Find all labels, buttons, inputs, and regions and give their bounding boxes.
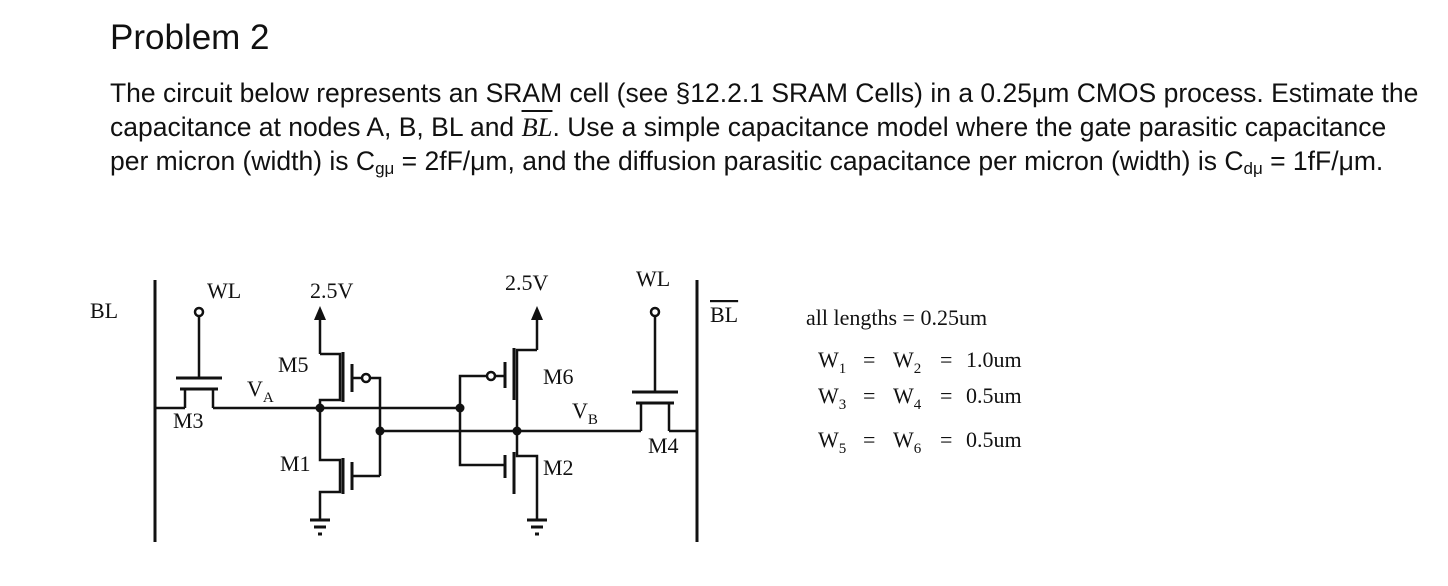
cd-subscript: dμ <box>1243 159 1263 178</box>
wl-left-label: WL <box>207 278 241 303</box>
wl-right-label: WL <box>636 266 670 291</box>
vdd-right-label: 2.5V <box>505 270 549 295</box>
specs-block: all lengths = 0.25um W1 = W2 = 1.0um W3 … <box>806 305 1022 458</box>
statement-part-1: The circuit below represents an SRAM cel… <box>110 78 1419 142</box>
vb-label: VB <box>572 398 598 428</box>
va-label: VA <box>247 376 274 406</box>
bl-label: BL <box>90 298 118 323</box>
bl-bar-label: BL <box>710 302 738 327</box>
m3-label: M3 <box>173 408 204 433</box>
w12-spec: W1 = W2 = 1.0um <box>818 347 1022 378</box>
left-inverter <box>310 306 382 536</box>
sram-circuit-diagram: BL BL WL WL 2.5V 2.5V M5 M6 M3 M4 M1 M2 … <box>90 266 1022 542</box>
cg-subscript: gμ <box>375 159 395 178</box>
w34-spec: W3 = W4 = 0.5um <box>818 383 1022 414</box>
m2-label: M2 <box>543 455 574 480</box>
m4-access-transistor <box>632 306 678 431</box>
statement-part-3: = 2fF/μm, and the diffusion parasitic ca… <box>394 146 1244 176</box>
statement-part-4: = 1fF/μm. <box>1262 146 1384 176</box>
m1-label: M1 <box>280 451 311 476</box>
problem-title: Problem 2 <box>110 18 270 57</box>
bl-bar-symbol: BL <box>521 112 553 142</box>
right-inverter <box>458 306 547 536</box>
m5-label: M5 <box>278 352 309 377</box>
m6-label: M6 <box>543 364 574 389</box>
vdd-left-label: 2.5V <box>310 278 354 303</box>
m3-access-transistor <box>176 306 222 408</box>
m4-label: M4 <box>648 433 679 458</box>
problem-statement: The circuit below represents an SRAM cel… <box>110 76 1430 186</box>
lengths-spec: all lengths = 0.25um <box>806 305 987 330</box>
w56-spec: W5 = W6 = 0.5um <box>818 427 1022 458</box>
statement-part-2: . Use a simple capacitance model where t… <box>110 112 1387 176</box>
